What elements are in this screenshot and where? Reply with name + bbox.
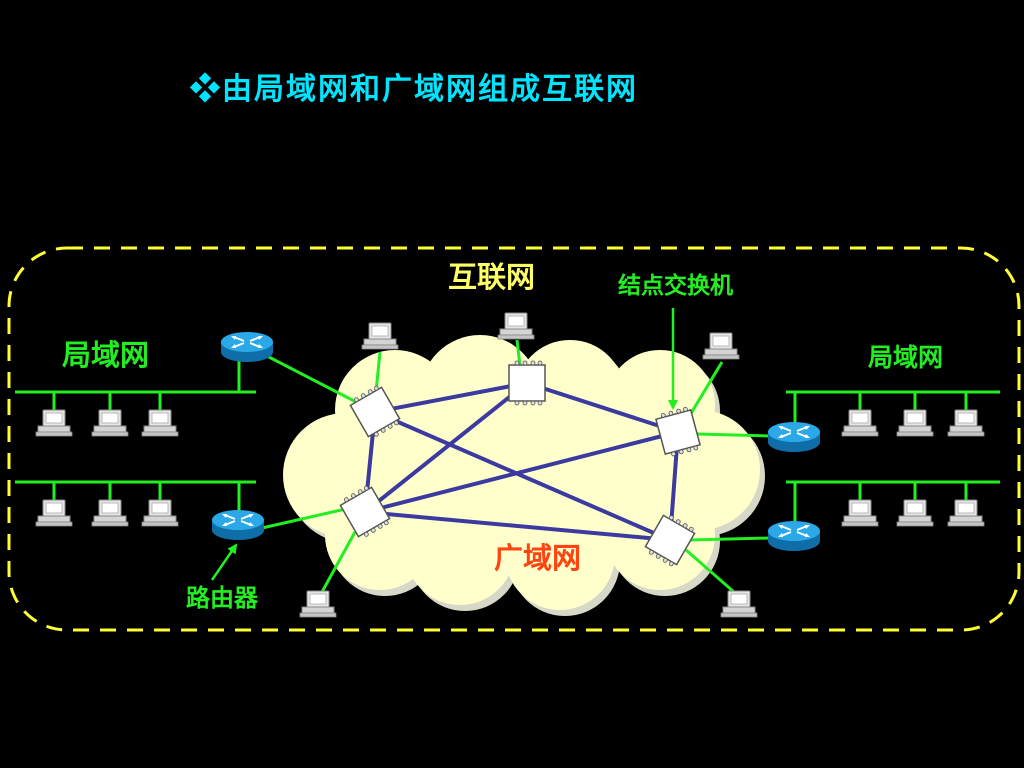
computer-icon <box>141 499 179 527</box>
internet-label: 互联网 <box>448 260 535 294</box>
node-switch-icon <box>508 360 546 406</box>
title-text: 由局域网和广域网组成互联网 <box>222 72 638 107</box>
bullet-icon: ❖ <box>190 72 222 107</box>
green-links <box>15 339 1000 594</box>
computer-icon <box>841 499 879 527</box>
computer-icon <box>299 590 337 618</box>
computer-icon <box>947 409 985 437</box>
router-icon <box>211 509 265 541</box>
computer-icon <box>702 332 740 360</box>
computer-icon <box>497 312 535 340</box>
router-icon <box>767 421 821 453</box>
router-label: 路由器 <box>186 583 259 612</box>
computer-icon <box>896 499 934 527</box>
computer-icon <box>91 409 129 437</box>
router-icon <box>767 520 821 552</box>
slide-title: ❖由局域网和广域网组成互联网 <box>190 64 638 108</box>
router-icon <box>220 331 274 363</box>
computer-icon <box>947 499 985 527</box>
computer-icon <box>841 409 879 437</box>
wan-label: 广域网 <box>494 541 581 575</box>
computer-icon <box>896 409 934 437</box>
computer-icon <box>361 322 399 350</box>
internet-boundary <box>7 246 1021 632</box>
computer-icon <box>35 409 73 437</box>
computer-icon <box>35 499 73 527</box>
computer-icon <box>91 499 129 527</box>
computer-icon <box>141 409 179 437</box>
lan-right-label: 局域网 <box>868 343 943 372</box>
router-pointer-arrow <box>210 543 238 581</box>
node-switch-label: 结点交换机 <box>618 272 733 299</box>
computer-icon <box>720 590 758 618</box>
lan-left-label: 局域网 <box>62 338 149 372</box>
